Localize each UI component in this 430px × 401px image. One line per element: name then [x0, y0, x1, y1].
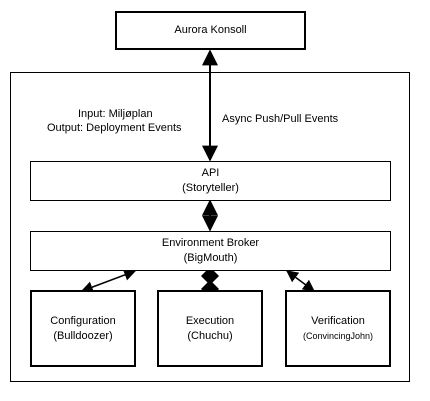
- input-label: Input: Miljøplan: [78, 108, 153, 120]
- verification-subtitle: (ConvincingJohn): [302, 330, 374, 341]
- api-subtitle: (Storyteller): [182, 182, 239, 194]
- environment-broker-subtitle: (BigMouth): [183, 252, 238, 264]
- aurora-console-label: Aurora Konsoll: [174, 24, 247, 36]
- configuration-title: Configuration: [50, 314, 116, 327]
- verification-title: Verification: [311, 314, 365, 327]
- configuration-box: Configuration (Bulldoozer): [30, 290, 136, 367]
- environment-broker-title: Environment Broker: [161, 237, 260, 249]
- configuration-subtitle: (Bulldoozer): [53, 329, 113, 342]
- execution-box: Execution (Chuchu): [157, 290, 263, 367]
- verification-box: Verification (ConvincingJohn): [285, 290, 391, 367]
- broker-verification-connector: [286, 270, 315, 292]
- api-box: API (Storyteller): [30, 161, 391, 201]
- async-events-label: Async Push/Pull Events: [222, 113, 339, 125]
- aurora-console-box: Aurora Konsoll: [115, 11, 306, 50]
- execution-subtitle: (Chuchu): [187, 329, 233, 342]
- environment-broker-box: Environment Broker (BigMouth): [30, 231, 391, 271]
- broker-configuration-connector: [80, 269, 137, 293]
- output-label: Output: Deployment Events: [47, 122, 182, 134]
- execution-title: Execution: [185, 314, 235, 327]
- api-title: API: [201, 167, 220, 179]
